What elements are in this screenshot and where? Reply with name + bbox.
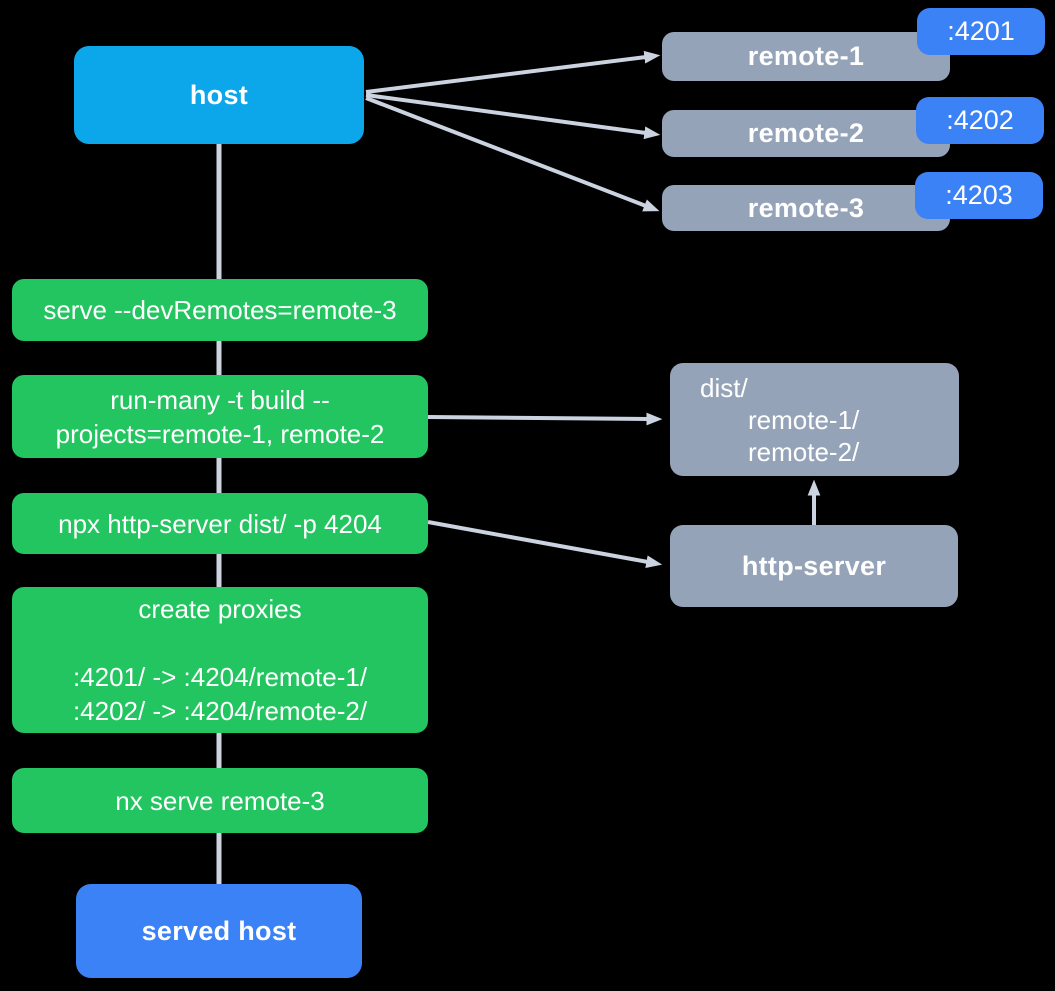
step-line: nx serve remote-3 xyxy=(115,785,325,816)
node-host: host xyxy=(74,46,364,144)
port-badge-remote-3: :4203 xyxy=(915,172,1043,219)
step-line: :4202/ -> :4204/remote-2/ xyxy=(72,696,368,726)
remote-2-label: remote-2 xyxy=(747,118,865,148)
step-serve-dev-remotes: serve --devRemotes=remote-3 xyxy=(12,279,428,341)
dist-line: remote-1/ xyxy=(748,405,860,435)
port-badge-remote-2: :4202 xyxy=(916,97,1044,144)
step-line: npx http-server dist/ -p 4204 xyxy=(58,508,382,539)
edge-host-to-remote-2 xyxy=(365,93,661,140)
step-line: projects=remote-1, remote-2 xyxy=(55,418,385,449)
port-label: :4202 xyxy=(946,105,1014,135)
step-line: :4201/ -> :4204/remote-1/ xyxy=(72,662,368,692)
edge-command-to-http-server xyxy=(427,520,663,569)
node-served-host: served host xyxy=(76,884,362,978)
edge-host-to-remote-3 xyxy=(365,96,660,212)
node-remote-2: remote-2 xyxy=(662,110,950,157)
port-badge-remote-1: :4201 xyxy=(917,8,1045,55)
http-server-label: http-server xyxy=(741,550,887,581)
edge-host-to-remote-1 xyxy=(365,50,661,94)
port-label: :4203 xyxy=(945,180,1013,210)
node-dist-folder: dist/ remote-1/ remote-2/ xyxy=(670,363,959,476)
step-http-server-command: npx http-server dist/ -p 4204 xyxy=(12,493,428,554)
step-line: run-many -t build -- xyxy=(110,384,330,415)
edge-build-to-dist xyxy=(427,412,663,426)
remote-3-label: remote-3 xyxy=(747,192,865,223)
node-remote-1: remote-1 xyxy=(662,32,950,81)
remote-1-label: remote-1 xyxy=(747,41,865,71)
step-line: create proxies xyxy=(138,594,302,624)
dist-line: dist/ xyxy=(700,373,748,403)
step-nx-serve-remote-3: nx serve remote-3 xyxy=(12,768,428,833)
host-label: host xyxy=(189,79,249,110)
node-remote-3: remote-3 xyxy=(662,185,950,231)
served-host-label: served host xyxy=(141,915,297,946)
dist-line: remote-2/ xyxy=(748,437,860,467)
step-line: serve --devRemotes=remote-3 xyxy=(43,295,397,325)
node-http-server: http-server xyxy=(670,525,958,607)
step-run-many-build: run-many -t build -- projects=remote-1, … xyxy=(12,375,428,458)
port-label: :4201 xyxy=(947,16,1015,46)
step-create-proxies: create proxies :4201/ -> :4204/remote-1/… xyxy=(12,587,428,733)
